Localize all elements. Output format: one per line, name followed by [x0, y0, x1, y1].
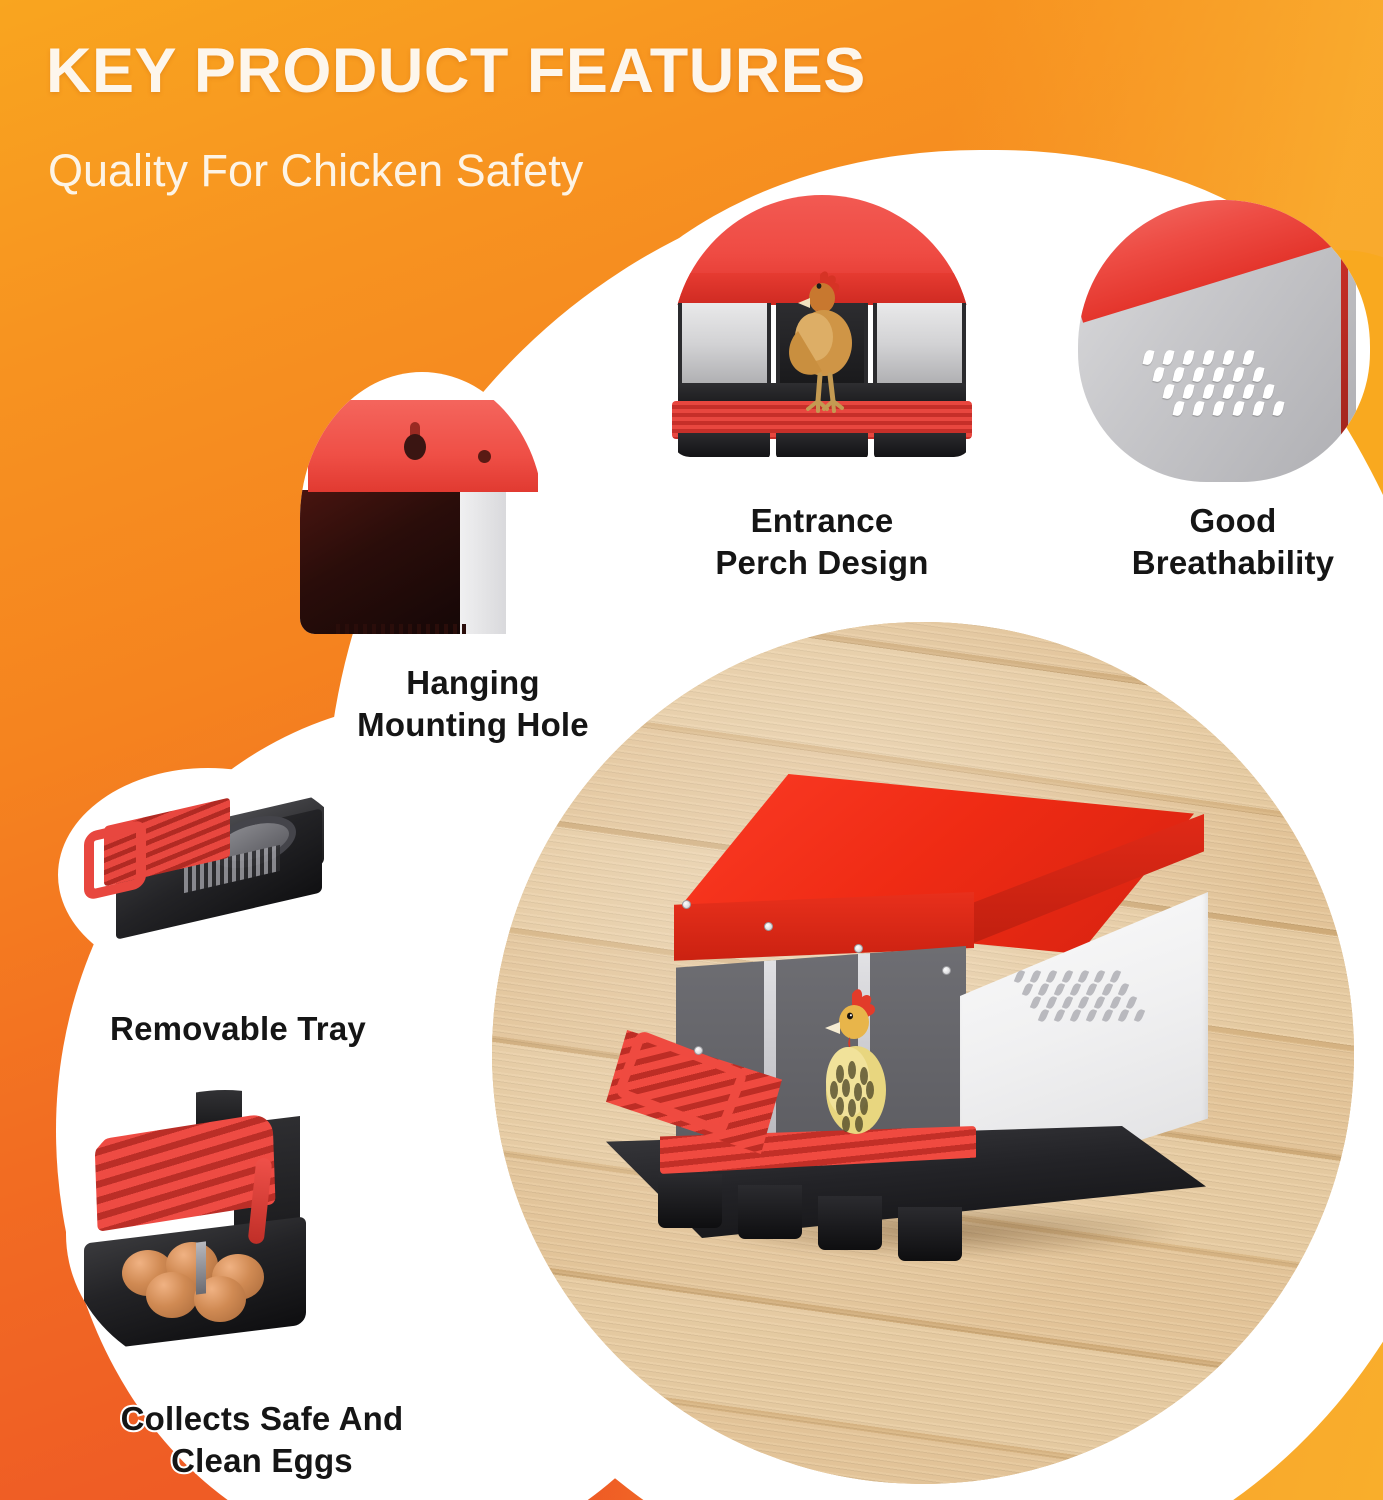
feature-label-good-breathability: Good Breathability: [1078, 500, 1383, 584]
chicken-on-perch-icon: [776, 265, 862, 421]
main-product-image: [492, 622, 1354, 1484]
ventilation-holes-icon: [1142, 349, 1314, 430]
nest-cell: [678, 303, 771, 395]
page-title: KEY PRODUCT FEATURES: [46, 36, 866, 106]
comb-edge: [336, 624, 466, 634]
label-line: Entrance: [750, 502, 894, 539]
roof-screw-icon: [942, 966, 951, 975]
ventilation-holes-icon: [1013, 969, 1176, 1036]
feature-image-removable-tray: [58, 768, 358, 982]
feature-image-collects-safe-and-clean-eggs: [66, 1090, 384, 1378]
feature-label-removable-tray: Removable Tray: [58, 1008, 418, 1050]
nest-cell: [873, 303, 967, 395]
roof-screw-icon: [854, 944, 863, 953]
label-line: Good: [1189, 502, 1277, 539]
chicken-in-nest-icon: [804, 982, 900, 1158]
label-line: Hanging: [406, 664, 540, 701]
label-line: Perch Design: [715, 544, 929, 582]
side-panel-white: [460, 482, 506, 634]
label-line: Clean Eggs: [169, 1440, 355, 1481]
label-line: Breathability: [1131, 544, 1335, 582]
feature-image-good-breathability: [1078, 200, 1370, 482]
roof-screw-icon: [764, 922, 773, 931]
page-subtitle: Quality For Chicken Safety: [48, 145, 584, 196]
label-line: Collects Safe And: [119, 1398, 406, 1439]
keyhole-mount-icon: [404, 422, 426, 460]
egg-rail: [196, 1241, 206, 1295]
feature-label-entrance-perch-design: Entrance Perch Design: [612, 500, 1032, 584]
base-compartments: [658, 1174, 988, 1261]
nesting-box-icon: [564, 774, 1284, 1334]
nest-trays: [678, 433, 966, 457]
label-line: Mounting Hole: [357, 706, 589, 744]
panel-right-edge: [1341, 218, 1348, 480]
screw-hole-icon: [478, 450, 491, 463]
perch-rail-icon: [672, 401, 972, 439]
label-line: Removable Tray: [108, 1008, 368, 1049]
egg-icon: [146, 1272, 198, 1318]
keyhole-slot: [410, 422, 420, 438]
nest-tray: [678, 433, 770, 457]
roof-screw-icon: [682, 900, 691, 909]
feature-label-hanging-mounting-hole: Hanging Mounting Hole: [288, 662, 658, 746]
feature-image-entrance-perch-design: [672, 195, 972, 457]
feature-label-collects-safe-and-clean-eggs: Collects Safe And Clean Eggs: [52, 1398, 472, 1482]
feature-image-hanging-mounting-hole: [300, 372, 544, 634]
keyhole-round: [404, 434, 426, 460]
interior-shadow: [300, 490, 488, 634]
front-screw-icon: [694, 1046, 703, 1055]
nest-tray: [776, 433, 868, 457]
nest-tray: [874, 433, 966, 457]
